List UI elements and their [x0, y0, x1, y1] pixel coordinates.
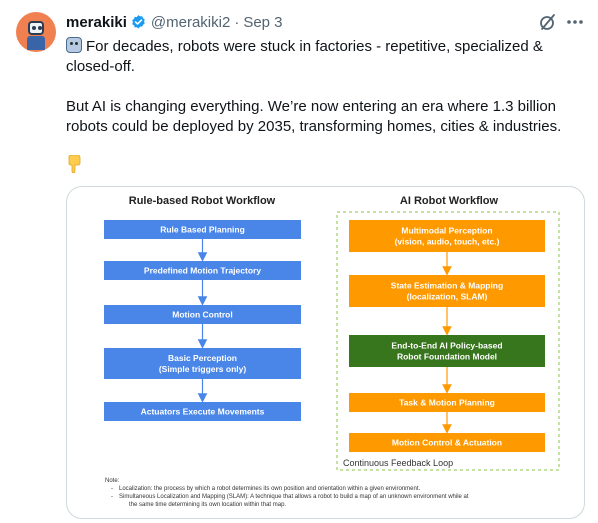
right-step-label-2-1: State Estimation & Mapping	[391, 281, 503, 291]
tweet-header: merakiki @merakiki2 · Sep 3	[66, 12, 283, 32]
author-name[interactable]: merakiki	[66, 13, 127, 31]
feedback-loop-border	[336, 211, 560, 471]
left-step-box-4	[104, 348, 301, 379]
note-bullet-2: -	[111, 494, 113, 500]
separator-dot: ·	[234, 13, 240, 31]
right-step-box-4	[349, 393, 545, 412]
left-step-box-1	[104, 220, 301, 239]
avatar[interactable]	[16, 12, 56, 52]
right-step-label-1-1: Multimodal Perception	[401, 226, 492, 236]
robot-avatar-head	[28, 21, 44, 35]
right-step-box-5	[349, 433, 545, 452]
note-item-2: Simultaneous Localization and Mapping (S…	[119, 494, 469, 500]
note-bullet-1: -	[111, 486, 113, 492]
left-step-box-3	[104, 305, 301, 324]
left-step-box-2	[104, 261, 301, 280]
left-step-label-2-1: Predefined Motion Trajectory	[144, 266, 261, 276]
left-step-label-4-1: Basic Perception	[168, 353, 237, 363]
feedback-loop-label: Continuous Feedback Loop	[343, 458, 453, 468]
note-label: Note:	[105, 478, 120, 484]
author-handle[interactable]: @merakiki2	[150, 13, 231, 31]
workflow-diagram: Rule-based Robot Workflow AI Robot Workf…	[104, 195, 560, 508]
right-diagram-title: AI Robot Workflow	[400, 195, 499, 207]
left-step-label-1-1: Rule Based Planning	[160, 225, 245, 235]
note-list: -Localization: the process by which a ro…	[111, 486, 469, 508]
verified-badge-icon[interactable]	[130, 14, 147, 31]
right-step-label-5-1: Motion Control & Actuation	[392, 438, 502, 448]
tweet-date[interactable]: Sep 3	[243, 13, 283, 31]
right-step-label-3-2: Robot Foundation Model	[397, 352, 497, 362]
tweet-line-1: For decades, robots were stuck in factor…	[66, 38, 543, 75]
right-step-label-4-1: Task & Motion Planning	[399, 398, 495, 408]
media-image[interactable]: Rule-based Robot Workflow AI Robot Workf…	[66, 186, 585, 519]
right-step-label-2-2: (localization, SLAM)	[407, 292, 488, 302]
tweet-paragraph-2: But AI is changing everything. We’re now…	[66, 98, 562, 135]
pointing-down-emoji	[68, 155, 81, 173]
right-step-box-3	[349, 335, 545, 367]
left-step-box-5	[104, 402, 301, 421]
robot-avatar-eye-left	[32, 26, 36, 30]
robot-avatar-eye-right	[38, 26, 42, 30]
more-icon[interactable]	[565, 12, 585, 32]
left-diagram-title: Rule-based Robot Workflow	[129, 195, 276, 207]
right-workflow: Multimodal Perception(vision, audio, tou…	[349, 220, 545, 452]
right-step-box-1	[349, 220, 545, 252]
tweet-text: For decades, robots were stuck in factor…	[66, 37, 586, 137]
note-item-3: the same time determining its own locati…	[129, 502, 286, 508]
right-step-label-1-2: (vision, audio, touch, etc.)	[395, 237, 500, 247]
robot-avatar-body	[27, 36, 45, 50]
right-step-box-2	[349, 275, 545, 307]
right-step-label-3-1: End-to-End AI Policy-based	[391, 341, 502, 351]
left-step-label-3-1: Motion Control	[172, 310, 232, 320]
left-step-label-4-2: (Simple triggers only)	[159, 364, 247, 374]
left-step-label-5-1: Actuators Execute Movements	[141, 407, 265, 417]
note-item-1: Localization: the process by which a rob…	[119, 486, 421, 492]
grok-icon[interactable]	[538, 12, 558, 32]
tweet-paragraph-1: For decades, robots were stuck in factor…	[66, 37, 586, 77]
robot-face-emoji	[66, 37, 82, 53]
